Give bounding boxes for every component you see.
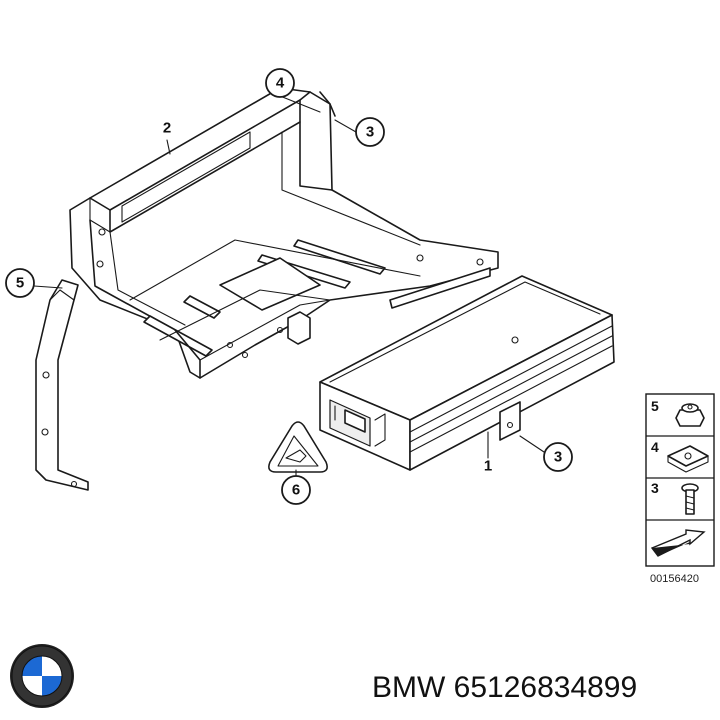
callout-6: 6 <box>281 475 311 505</box>
callout-3-bracket-text: 3 <box>366 124 374 141</box>
label-1: 1 <box>484 458 492 475</box>
hex-nut-icon <box>675 403 705 427</box>
amplifier-bracket <box>69 87 499 379</box>
label-2: 2 <box>163 120 171 137</box>
callout-5: 5 <box>5 268 35 298</box>
direction-arrow-icon <box>650 529 706 557</box>
callout-4: 4 <box>265 68 295 98</box>
footer-caption: BMW 65126834899 <box>372 671 637 704</box>
bmw-logo <box>10 644 74 708</box>
hardware-legend: 5 4 3 <box>645 393 715 567</box>
warning-label <box>268 421 328 473</box>
legend-label-5: 5 <box>651 398 659 414</box>
amplifier-unit <box>319 275 615 471</box>
side-strut <box>35 279 89 491</box>
callout-3-amplifier-text: 3 <box>554 449 562 466</box>
leader-lines <box>33 95 545 477</box>
callout-5-text: 5 <box>16 275 24 292</box>
legend-label-3: 3 <box>651 480 659 496</box>
screw-icon <box>681 483 699 515</box>
reference-number: 00156420 <box>650 573 699 585</box>
callout-3-bracket: 3 <box>355 117 385 147</box>
clip-nut-icon <box>667 445 709 473</box>
callout-3-amplifier: 3 <box>543 442 573 472</box>
legend-label-4: 4 <box>651 439 659 455</box>
callout-6-text: 6 <box>292 482 300 499</box>
callout-4-text: 4 <box>276 75 285 92</box>
